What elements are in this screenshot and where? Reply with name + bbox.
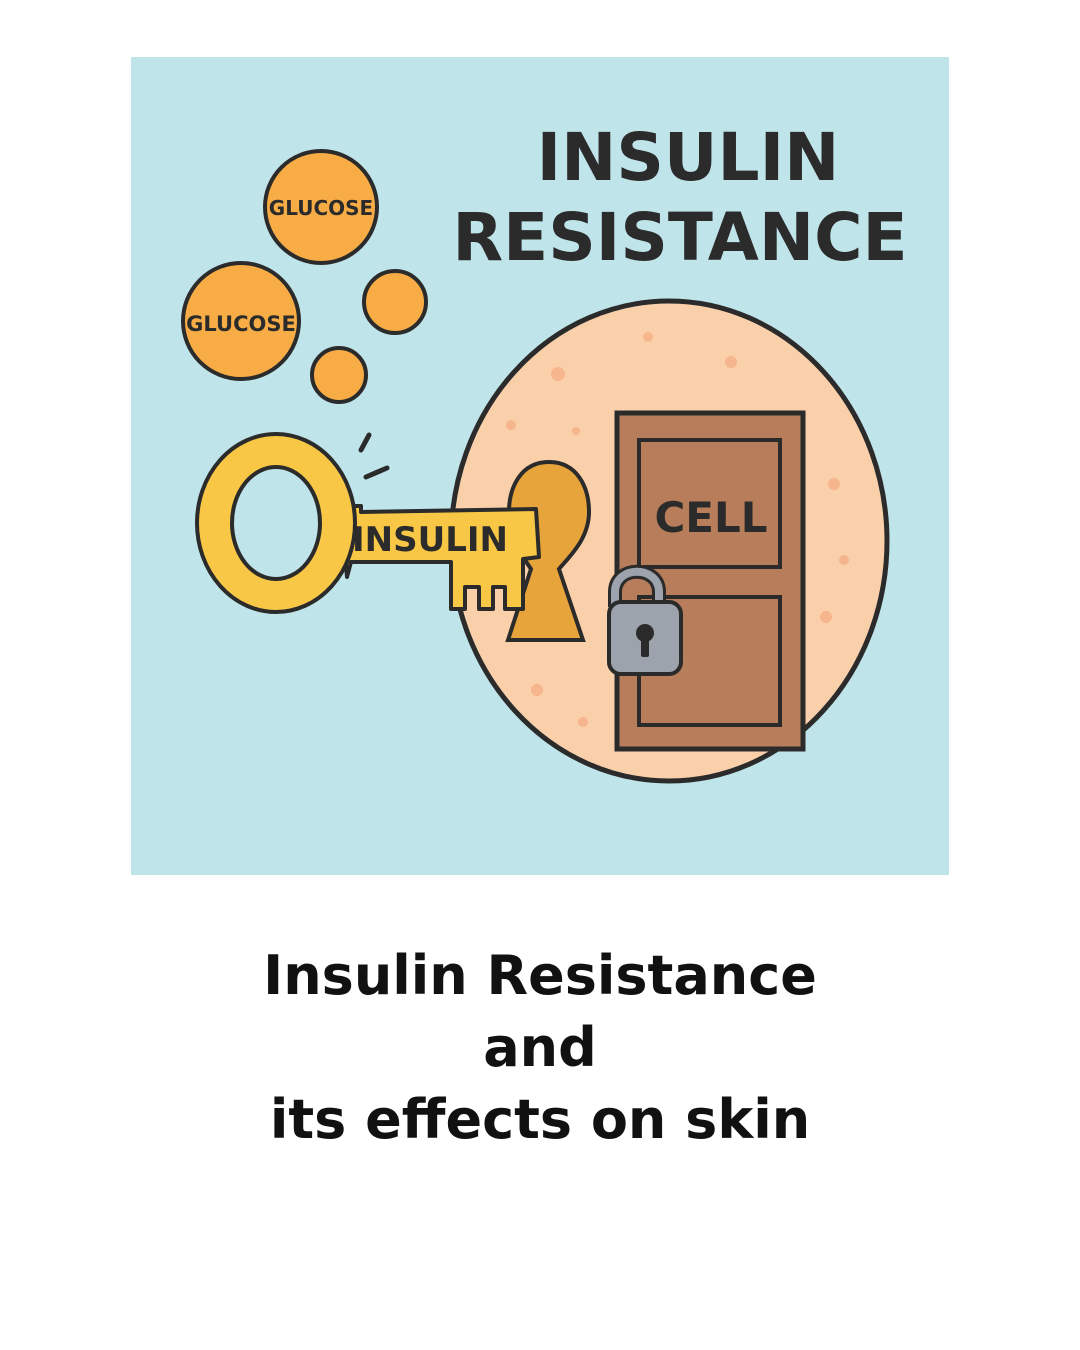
caption-line-2: and [483,1016,597,1079]
insulin-resistance-illustration: INSULIN RESISTANCE GLUCOSE GLUCOSE [131,57,949,875]
glucose-molecule-small-icon [362,269,428,335]
door-label: CELL [654,493,767,542]
caption: Insulin Resistance and its effects on sk… [0,940,1080,1156]
heading-line-2: RESISTANCE [452,199,907,276]
key-label: INSULIN [352,520,508,560]
glucose-molecule-icon: GLUCOSE [181,261,301,381]
glucose-label-left: GLUCOSE [186,312,296,336]
door-icon: CELL [614,410,806,752]
padlock-icon [607,564,683,676]
caption-line-3: its effects on skin [269,1088,811,1151]
heading-line-1: INSULIN [537,119,840,196]
key-icon: INSULIN [195,432,541,614]
glucose-label-top: GLUCOSE [269,196,373,220]
glucose-molecule-icon: GLUCOSE [263,149,379,265]
caption-line-1: Insulin Resistance [263,944,817,1007]
keyhole-icon [505,459,592,642]
glucose-molecule-small-icon [310,346,368,404]
